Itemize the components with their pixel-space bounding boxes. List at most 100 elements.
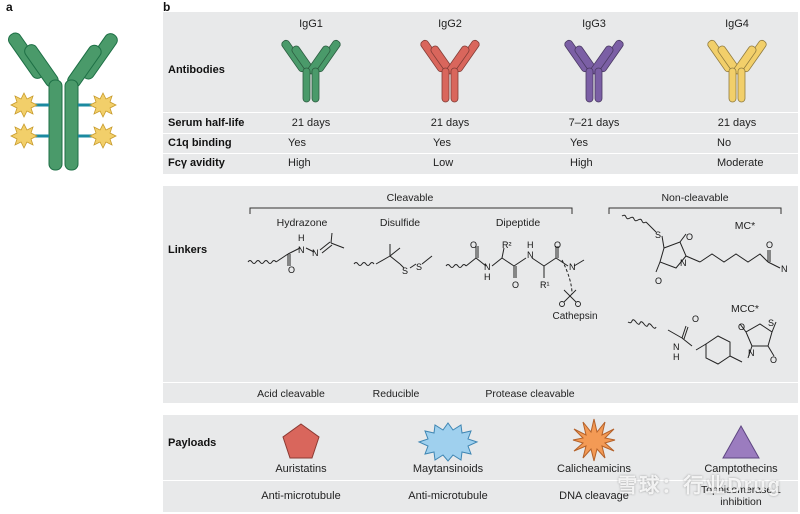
antibody-name: IgG1 — [299, 18, 323, 30]
dipeptide-o-atom: O — [470, 240, 478, 250]
hydrazone-label: Hydrazone — [276, 217, 328, 229]
payload-mechanism: Anti-microtubule — [261, 490, 341, 502]
maytansinoids-burst-icon — [417, 422, 479, 462]
dipeptide-h-atom: H — [484, 272, 491, 282]
antibody-stem — [441, 67, 450, 103]
serum-half-life-value: 21 days — [291, 117, 331, 129]
disulfide-s-atom: S — [416, 262, 423, 272]
igg4-antibody-icon — [707, 39, 767, 103]
row-divider — [163, 480, 798, 481]
antibody-name: IgG2 — [438, 18, 462, 30]
payload-name: Auristatins — [275, 463, 327, 475]
dipeptide-structure — [445, 246, 585, 307]
antibody-stem — [737, 67, 746, 103]
row-divider — [163, 112, 798, 113]
igg1-antibody-icon — [281, 39, 341, 103]
auristatins-pentagon-icon — [282, 423, 320, 459]
hydrazone-o-atom: O — [288, 265, 296, 275]
mcc-s-atom: S — [768, 318, 775, 328]
payload-mechanism: Anti-microtubule — [408, 490, 488, 502]
mc-n-atom: N — [781, 264, 788, 274]
fcy-avidity-value: High — [570, 157, 593, 169]
row-label-c1q-binding: C1q binding — [168, 137, 232, 149]
non-cleavable-header: Non-cleavable — [661, 192, 729, 204]
dipeptide-n-atom: N — [527, 250, 534, 260]
hydrazone-structure — [247, 232, 345, 266]
serum-half-life-value: 21 days — [717, 117, 757, 129]
row-divider — [163, 153, 798, 154]
panel-letter-b: b — [163, 0, 171, 14]
hydrazone-n-atom: N — [312, 248, 319, 258]
serum-half-life-value: 21 days — [430, 117, 470, 129]
disulfide-structure — [353, 244, 433, 269]
mcc-n-atom: N — [748, 348, 755, 358]
antibody-stem — [594, 67, 603, 103]
watermark: 雪球：行业Drug — [617, 475, 782, 497]
mc-o-atom: O — [766, 240, 774, 250]
calicheamicins-star-icon — [572, 418, 616, 462]
camptothecins-triangle-icon — [722, 424, 760, 459]
fcy-avidity-value: Low — [433, 157, 454, 169]
dipeptide-n-atom: N — [484, 262, 491, 272]
antibody-stem — [585, 67, 594, 103]
mcc-label: MCC* — [731, 303, 759, 315]
c1q-binding-value: No — [717, 137, 732, 149]
payload-mechanism: DNA cleavage — [559, 490, 629, 502]
payload-name: Calicheamicins — [557, 463, 631, 475]
row-label-antibodies: Antibodies — [168, 64, 225, 76]
dipeptide-n-atom: N — [569, 262, 576, 272]
antibody-stem — [302, 67, 311, 103]
mcc-structure — [627, 319, 777, 365]
mc-structure — [621, 214, 781, 273]
c1q-binding-value: Yes — [288, 137, 306, 149]
fcy-avidity-value: High — [288, 157, 311, 169]
mcc-o-atom: O — [692, 314, 700, 324]
dipeptide-o-atom: O — [512, 280, 520, 290]
dipeptide-o-atom: O — [554, 240, 562, 250]
c1q-binding-value: Yes — [433, 137, 451, 149]
antibody-name: IgG4 — [725, 18, 749, 30]
antibody-stem — [728, 67, 737, 103]
antibody-stem — [311, 67, 320, 103]
c1q-binding-value: Yes — [570, 137, 588, 149]
mc-s-atom: S — [655, 230, 662, 240]
row-label-serum-half-life: Serum half-life — [168, 117, 245, 129]
antibody-name: IgG3 — [582, 18, 606, 30]
serum-half-life-value: 7–21 days — [568, 117, 620, 129]
row-label-fcy-avidity: Fcγ avidity — [168, 157, 225, 169]
cleavable-header: Cleavable — [386, 192, 434, 204]
dipeptide-label: Dipeptide — [495, 217, 541, 229]
payload-name: Maytansinoids — [412, 463, 484, 475]
dipeptide-r2-atom: R² — [502, 240, 512, 250]
disulfide-label: Disulfide — [379, 217, 421, 229]
payload-mechanism: Topoisomerase 1 inhibition — [701, 484, 781, 508]
reducible-label: Reducible — [372, 388, 420, 400]
mcc-o-atom: O — [738, 322, 746, 332]
payload-name: Camptothecins — [704, 463, 778, 475]
protease-cleavable-label: Protease cleavable — [485, 388, 575, 400]
linker-group-brackets — [249, 207, 782, 214]
mcc-n-atom: N — [673, 342, 680, 352]
row-divider — [163, 133, 798, 134]
adc-illustration — [8, 32, 118, 171]
mc-n-atom: N — [680, 258, 687, 268]
row-label-linkers: Linkers — [168, 244, 208, 256]
mc-label: MC* — [734, 220, 756, 232]
cathepsin-label: Cathepsin — [552, 311, 598, 322]
hydrazone-n-atom: N — [298, 245, 305, 255]
row-divider — [163, 382, 798, 383]
mcc-o-atom: O — [770, 355, 778, 365]
antibody-table-bg — [163, 12, 798, 174]
antibody-stem — [450, 67, 459, 103]
payloads-section-bg — [163, 415, 798, 512]
linkers-section-bg — [163, 186, 798, 403]
disulfide-s-atom: S — [402, 266, 409, 276]
acid-cleavable-label: Acid cleavable — [257, 388, 325, 400]
igg3-antibody-icon — [564, 39, 624, 103]
dipeptide-r1-atom: R¹ — [540, 280, 550, 290]
panel-letter-a: a — [6, 0, 13, 14]
mc-o-atom: O — [655, 276, 663, 286]
fcy-avidity-value: Moderate — [717, 157, 764, 169]
mc-o-atom: O — [686, 232, 694, 242]
dipeptide-h-atom: H — [527, 240, 534, 250]
